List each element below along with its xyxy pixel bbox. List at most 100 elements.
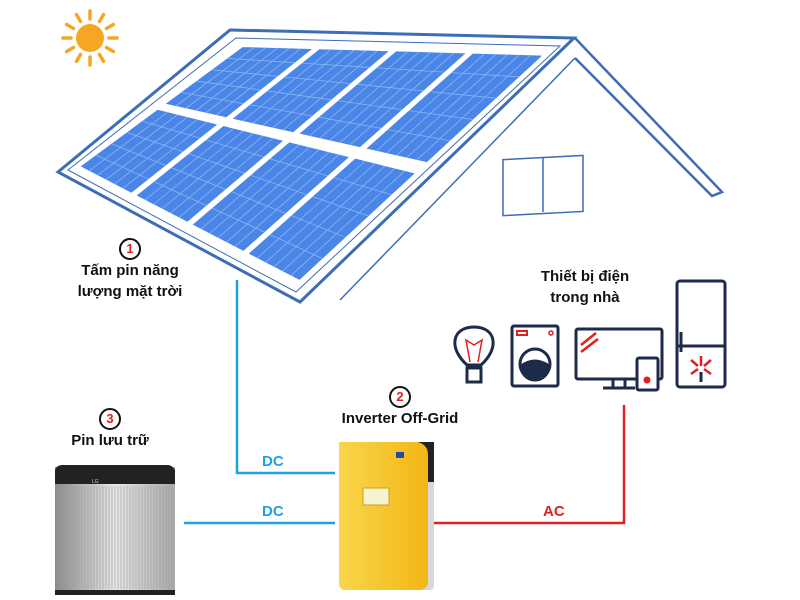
dc-label-solar: DC [262,453,284,470]
panel-cell-line [282,168,396,272]
panel-cell-line [105,116,188,180]
panel-cell-line [376,53,485,152]
panel-cell-line [301,62,370,68]
panel-cell-line [249,104,313,117]
sun-ray [104,45,116,54]
panel-cell-line [267,90,332,101]
panel-cell-line [234,154,340,247]
panel-cell-line [291,215,346,238]
panel-cell-line [408,110,474,120]
panel-cell-line [357,83,424,92]
panel-cell-line [196,80,261,91]
panel-cell-line [386,53,497,154]
ac-label: AC [543,503,565,520]
washing-machine-icon [510,324,560,388]
appliances-line2: trong nhà [550,289,620,306]
solar-label-line1: Tấm pin năng [81,262,179,279]
panel-cell-line [227,58,295,64]
solar-panel [299,51,466,148]
sun-ray [97,12,106,24]
sun-ray [74,52,83,64]
sun-ray [64,22,76,31]
panel-cell-line [95,154,149,180]
panel-cell-line [376,67,445,73]
panel-cell-line [387,129,451,142]
panel-cell-line [290,170,406,276]
step-number-2: 2 [389,386,411,408]
appliances-line1: Thiết bị điện [540,268,630,285]
dc-wire-solar [235,280,335,475]
panel-cell-line [161,133,254,209]
step-number-3: 3 [99,408,121,430]
panel-cell-line [309,51,408,137]
panel-cell-line [242,49,332,122]
window [502,154,584,217]
panel-cell-line [111,143,166,166]
panel-cell-line [430,91,497,99]
fridge-icon [675,279,727,389]
panel-cell-line [114,119,198,185]
panel-cell-line [349,52,455,146]
panel-cell-line [175,47,255,107]
panel-cell-line [171,167,226,190]
panel-cell-line [181,92,244,105]
panel-cell-line [226,151,330,243]
panel-cell-line [178,138,274,218]
sun-ray [97,52,106,64]
panel-cell-line [269,158,328,177]
panel-cell-line [215,48,301,116]
svg-text:LG: LG [92,479,99,485]
dc-label-battery: DC [262,503,284,520]
panel-cell-line [416,54,531,161]
inverter-title: Inverter Off-Grid [341,410,459,427]
panel-cell-line [406,54,520,158]
inverter-icon [339,442,434,590]
panel-cell-line [272,50,366,129]
panel-cell-line [206,139,264,158]
battery-icon: LG [55,465,175,595]
panel-cell-line [250,174,307,195]
panel-cell-line [205,48,290,114]
battery-label: 3 Pin lưu trữ [30,408,190,451]
panel-cell-line [97,114,178,176]
panel-cell-line [312,196,369,217]
panel-cell-line [153,130,244,205]
panel-cell-line [269,234,323,259]
sun-ray [64,45,76,54]
panel-cell-line [333,177,392,196]
panel-cell-line [282,50,378,131]
solar-panel [366,53,543,163]
panel-cell-line [217,149,320,239]
panel-cell-line [284,76,351,85]
sun-icon [61,9,119,67]
panel-cell-line [318,116,382,129]
panel-cell-line [338,100,403,111]
panel-cell-line [185,47,266,109]
appliances-label: Thiết bị điện trong nhà [510,266,660,308]
solar-label-line2: lượng mặt trời [77,283,183,300]
panel-cell-line [451,72,520,78]
inverter-label: 2 Inverter Off-Grid [315,386,485,429]
tv-icon [574,327,664,390]
panel-cell-line [319,51,420,139]
panel-cell-line [262,49,355,126]
panel-cell-line [122,121,208,189]
solar-panel [232,49,389,133]
panel-cell-line [153,181,207,206]
panel-cell-line [209,146,310,234]
house-icon [339,37,725,301]
panel-cell-line [256,160,366,259]
panel-cell-line [200,144,300,230]
panel-cell-line [211,207,265,233]
light-bulb-icon [453,325,495,384]
panel-cell-line [396,54,508,156]
ac-wire [432,405,626,525]
battery-title: Pin lưu trữ [71,432,149,449]
panel-cell-line [195,47,278,111]
panel-cell-line [265,163,376,263]
panel-cell-line [252,49,343,124]
panel-cell-line [329,52,432,141]
panel-cell-line [88,111,168,172]
sun-ray [104,22,116,31]
